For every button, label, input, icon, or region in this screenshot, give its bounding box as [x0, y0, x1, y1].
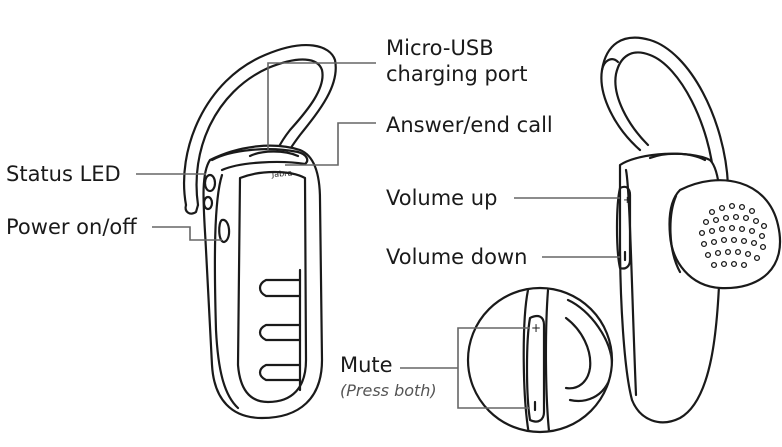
status-led-indicator — [203, 173, 217, 193]
left-headset — [182, 43, 337, 420]
svg-text:+: + — [623, 195, 631, 206]
label-volume-down: Volume down — [386, 245, 528, 269]
label-status-led: Status LED — [6, 162, 121, 186]
speaker-grille — [698, 202, 768, 269]
left-ear-hook — [182, 43, 337, 207]
leader-micro-usb — [267, 62, 376, 150]
leader-power — [152, 226, 222, 241]
label-mute-hint: (Press both) — [340, 381, 437, 400]
brand-mark: Jabra — [271, 169, 293, 179]
label-mute: Mute — [340, 353, 393, 377]
volume-rocker — [615, 185, 632, 270]
leader-answer — [285, 122, 376, 166]
label-micro-usb-line2: charging port — [386, 62, 528, 86]
right-ear-hook — [600, 36, 730, 187]
right-headset: + — [600, 36, 781, 424]
leader-mute — [400, 327, 530, 409]
svg-text:+: + — [531, 321, 541, 335]
power-switch — [218, 218, 231, 244]
label-answer-end-call: Answer/end call — [386, 113, 553, 137]
label-micro-usb-line1: Micro-USB — [386, 36, 494, 60]
mute-zoom-inset: + — [466, 286, 614, 434]
label-power: Power on/off — [6, 215, 137, 239]
label-volume-up: Volume up — [386, 186, 498, 210]
leader-lines — [136, 62, 620, 409]
